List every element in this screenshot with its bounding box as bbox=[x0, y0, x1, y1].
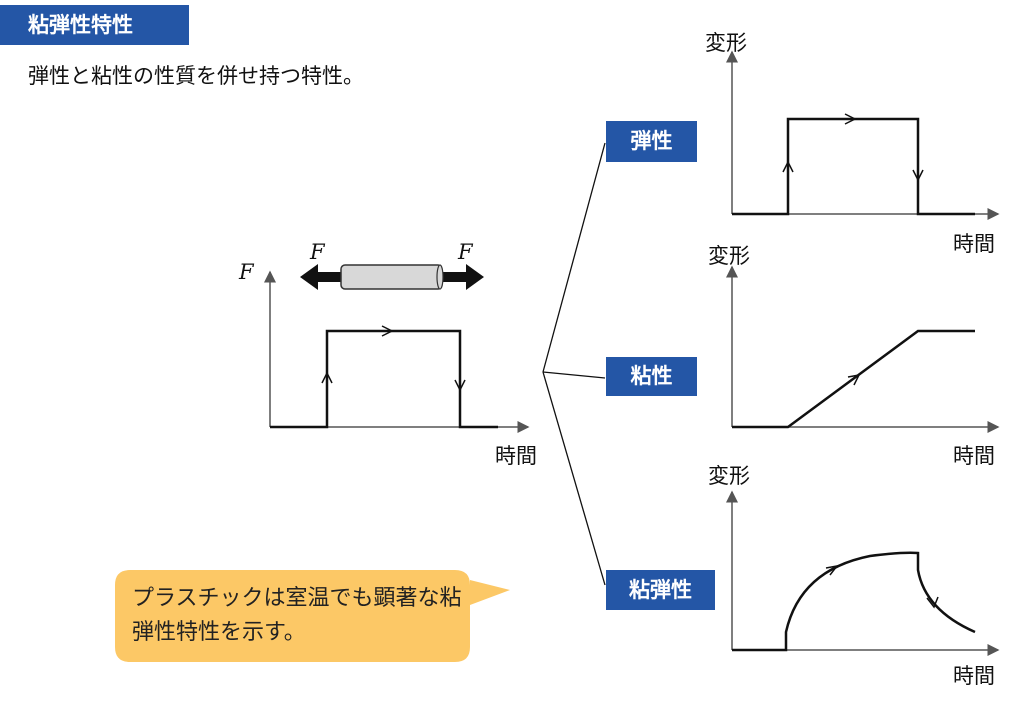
viscous-graph bbox=[726, 265, 1000, 433]
viscoelastic-x-label: 時間 bbox=[953, 664, 995, 688]
viscous-y-label: 変形 bbox=[708, 244, 750, 268]
page-subtitle: 弾性と粘性の性質を併せ持つ特性。 bbox=[28, 64, 364, 88]
elastic-y-label: 変形 bbox=[705, 31, 747, 55]
input-x-label: 時間 bbox=[495, 444, 537, 468]
force-right-label: F bbox=[458, 240, 473, 264]
branch-lines bbox=[542, 142, 606, 586]
branch-label-viscoelastic: 粘弾性 bbox=[606, 570, 715, 610]
input-force-graph bbox=[264, 270, 530, 433]
force-left-label: F bbox=[310, 240, 325, 264]
viscoelastic-y-label: 変形 bbox=[708, 464, 750, 488]
page-title: 粘弾性特性 bbox=[0, 5, 189, 45]
branch-label-elastic: 弾性 bbox=[606, 121, 697, 162]
input-y-label: F bbox=[239, 260, 254, 284]
elastic-graph bbox=[726, 50, 1000, 220]
branch-label-viscous: 粘性 bbox=[606, 357, 697, 396]
callout-bubble bbox=[115, 570, 510, 662]
viscoelastic-graph bbox=[726, 490, 1000, 656]
elastic-x-label: 時間 bbox=[953, 232, 995, 256]
viscous-x-label: 時間 bbox=[953, 444, 995, 468]
callout-text: プラスチックは室温でも顕著な粘弾性特性を示す。 bbox=[132, 586, 462, 645]
arrow-right-icon bbox=[442, 264, 484, 290]
specimen-cylinder bbox=[300, 264, 484, 290]
arrow-left-icon bbox=[300, 264, 341, 290]
